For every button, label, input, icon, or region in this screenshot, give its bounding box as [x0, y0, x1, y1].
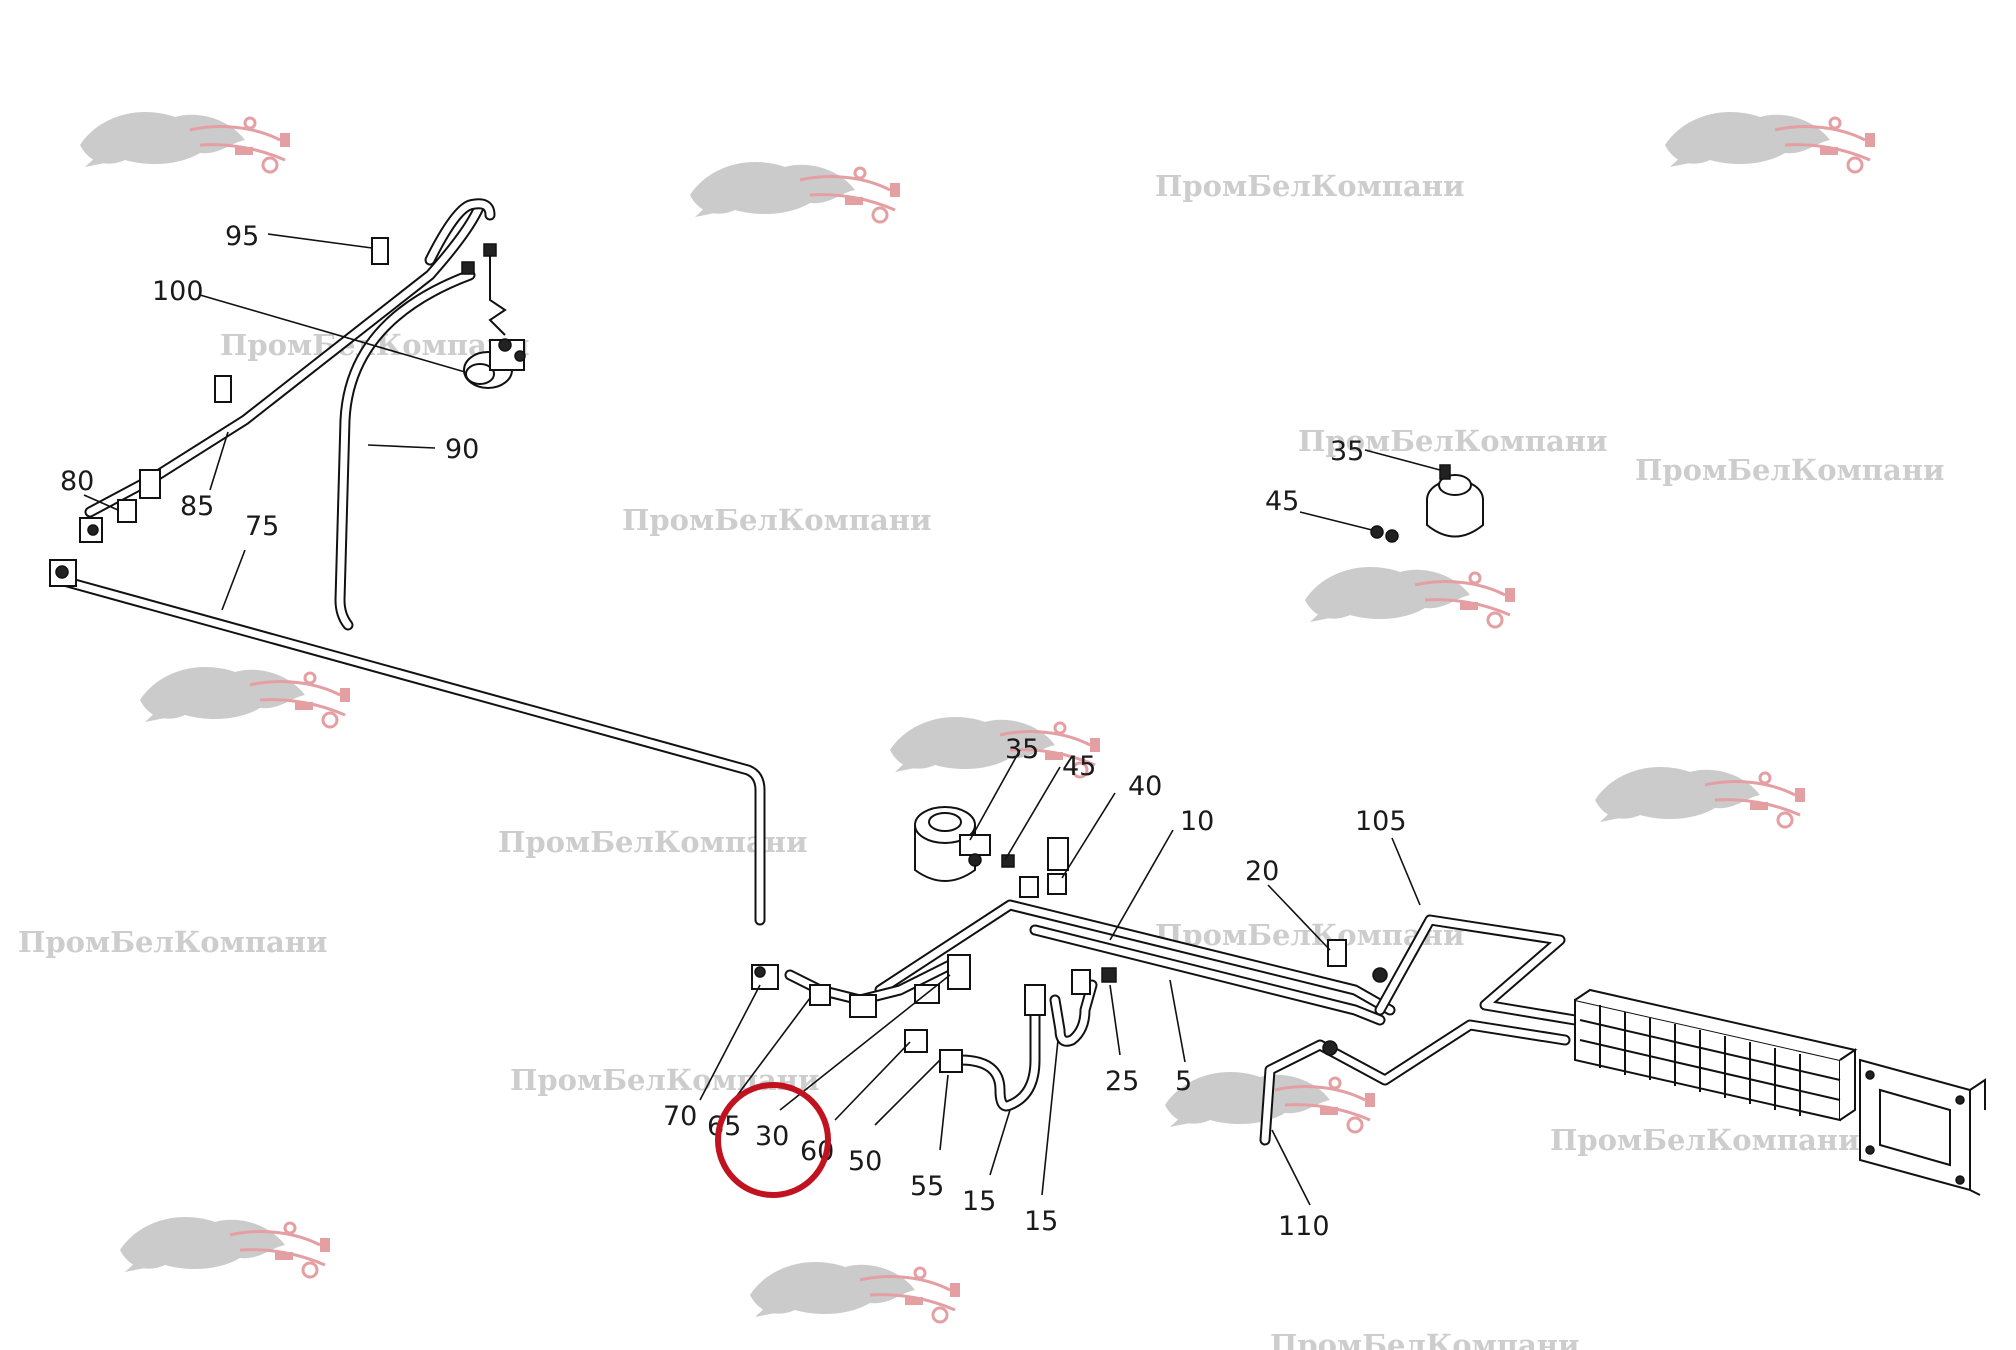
callout-95: 95	[225, 221, 259, 252]
components	[49, 237, 1986, 1196]
watermark-logo	[688, 160, 902, 224]
watermark-logo	[118, 1215, 332, 1279]
callout-30: 30	[755, 1121, 789, 1152]
filter-upper-right	[1370, 464, 1484, 543]
clamp-95	[371, 237, 389, 265]
watermark-logo	[1593, 765, 1807, 829]
watermark-text: ПромБелКомпани	[1635, 453, 1945, 487]
callout-80: 80	[60, 466, 94, 497]
callout-25: 25	[1105, 1066, 1139, 1097]
callout-45-middle: 45	[1062, 751, 1096, 782]
callout-20: 20	[1245, 856, 1279, 887]
callout-105: 105	[1355, 806, 1407, 837]
watermark-logo	[78, 110, 292, 174]
watermark-text: ПромБелКомпани	[18, 925, 328, 959]
watermark-text: ПромБелКомпани	[622, 503, 932, 537]
callout-100: 100	[152, 276, 204, 307]
clamp	[214, 375, 232, 403]
fittings-80	[49, 469, 161, 587]
callout-55: 55	[910, 1171, 944, 1202]
fittings-lower	[751, 939, 1388, 1073]
watermark-text: ПромБелКомпани	[1270, 1328, 1580, 1350]
callout-90: 90	[445, 434, 479, 465]
callout-10: 10	[1180, 806, 1214, 837]
watermark-text: ПромБелКомпани	[1298, 424, 1608, 458]
watermark-text: ПромБелКомпани	[1550, 1123, 1860, 1157]
callout-85: 85	[180, 491, 214, 522]
callout-70: 70	[663, 1101, 697, 1132]
callout-15-right: 15	[1024, 1206, 1058, 1237]
callout-50: 50	[848, 1146, 882, 1177]
watermark-text: ПромБелКомпани	[510, 1063, 820, 1097]
watermark-logo	[1303, 565, 1517, 629]
filter-middle	[914, 806, 1069, 898]
callout-110: 110	[1278, 1211, 1330, 1242]
watermark-logo	[748, 1260, 962, 1324]
callout-35-middle: 35	[1005, 734, 1039, 765]
callout-labels: 95 100 90 80 85 75 35 45 35 45 40 10 105…	[60, 221, 1407, 1242]
control-valve-block	[1574, 988, 1986, 1196]
callout-40: 40	[1128, 771, 1162, 802]
motor-100	[461, 243, 526, 389]
callout-35-upper: 35	[1330, 436, 1364, 467]
callout-45-upper: 45	[1265, 486, 1299, 517]
leader-lines	[83, 233, 1441, 1206]
watermark-logo	[138, 665, 352, 729]
callout-15-left: 15	[962, 1186, 996, 1217]
pipes	[54, 198, 1581, 1146]
callout-75: 75	[245, 511, 279, 542]
watermark-logo	[1663, 110, 1877, 174]
highlight-circle-30	[715, 1082, 831, 1198]
callout-5: 5	[1175, 1066, 1192, 1097]
watermark-text: ПромБелКомпани	[1155, 169, 1465, 203]
